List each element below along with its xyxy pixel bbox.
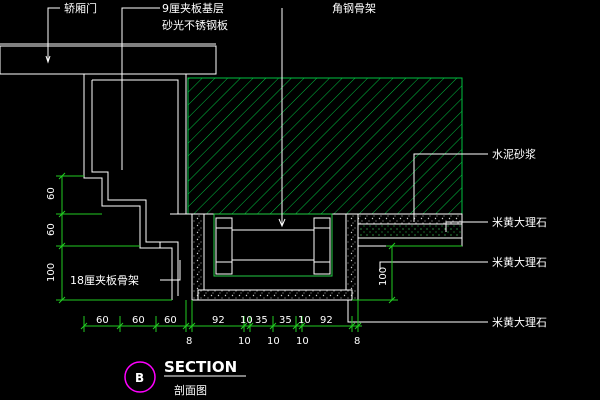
- label-plywood-base: 9厘夹板基层: [162, 1, 224, 15]
- dim-h-7: 35: [279, 315, 292, 326]
- vertical-dimension-left: [56, 172, 172, 304]
- dim-h-2: 60: [132, 315, 145, 326]
- dim-h-3: 60: [164, 315, 177, 326]
- marble-pit: [191, 213, 359, 301]
- dim-left-3: 100: [46, 263, 57, 282]
- dim-left-2: 60: [46, 223, 57, 236]
- section-title-block: B SECTION 剖面图: [124, 358, 246, 397]
- angle-steel-frame: [213, 213, 333, 277]
- label-angle-frame: 角钢骨架: [332, 2, 376, 15]
- vertical-dimension-right: [352, 242, 462, 304]
- section-subtitle: 剖面图: [174, 383, 207, 397]
- dim-h2-5: 8: [354, 336, 360, 347]
- dim-h2-1: 8: [186, 336, 192, 347]
- label-marble-3: 米黄大理石: [492, 315, 547, 329]
- dim-h-4: 92: [212, 315, 225, 326]
- concrete-slab: [187, 77, 463, 215]
- dim-h-8: 10: [298, 315, 311, 326]
- section-badge-letter: B: [135, 371, 144, 385]
- dim-h-9: 92: [320, 315, 333, 326]
- section-badge: [124, 361, 156, 393]
- dim-right: 100: [378, 267, 389, 286]
- label-cement-mortar: 水泥砂浆: [492, 147, 536, 161]
- dim-h-5: 10: [240, 315, 253, 326]
- dim-h2-2: 10: [238, 336, 251, 347]
- dim-left-1: 60: [46, 187, 57, 200]
- label-door: 轿厢门: [64, 1, 97, 15]
- dim-h-6: 35: [255, 315, 268, 326]
- dim-h-1: 60: [96, 315, 109, 326]
- dim-h2-3: 10: [267, 336, 280, 347]
- label-leaders: [45, 7, 488, 323]
- door-head-plate: [0, 43, 217, 75]
- section-title: SECTION: [164, 358, 237, 376]
- steel-cladding-profile: [83, 73, 187, 300]
- floor-layers: [170, 213, 463, 247]
- label-marble-1: 米黄大理石: [492, 215, 547, 229]
- horizontal-dimension-chain: [80, 300, 362, 332]
- label-plywood-frame: 18厘夹板骨架: [70, 273, 139, 287]
- label-marble-2: 米黄大理石: [492, 255, 547, 269]
- dim-h2-4: 10: [296, 336, 309, 347]
- label-steel-plate: 砂光不锈钢板: [162, 18, 228, 32]
